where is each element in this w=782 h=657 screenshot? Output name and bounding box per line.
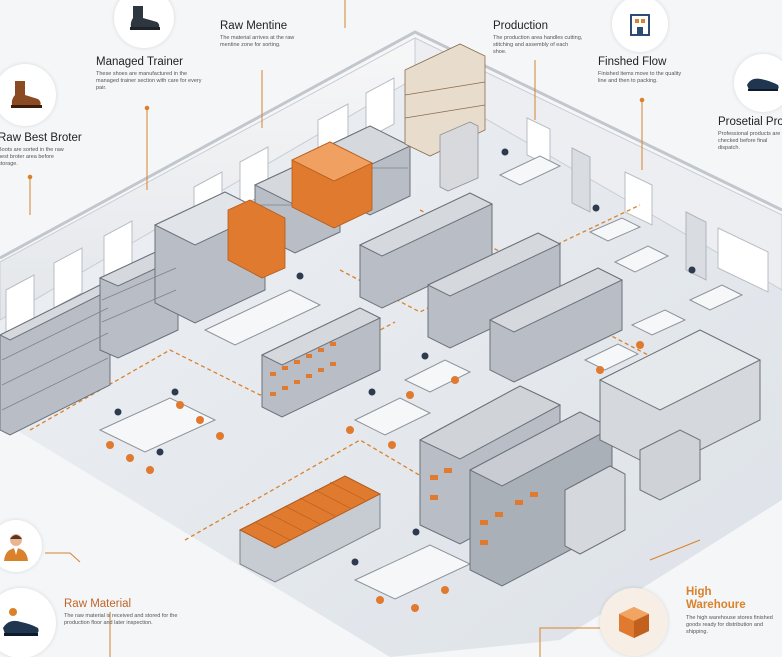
shoe-icon-bottom (0, 588, 56, 657)
callout-raw-best-broter: Raw Best Broter Boots are sorted in the … (0, 132, 82, 168)
callout-title: Raw Best Broter (0, 132, 82, 144)
callout-high-warehouse: High Warehoure The high warehouse stores… (686, 586, 780, 636)
callout-finished-flow: Finshed Flow Finished items move to the … (598, 56, 690, 85)
callout-text: Finished items move to the quality line … (598, 71, 682, 84)
callout-text: Professional products are checked before… (718, 131, 781, 151)
callout-text: The high warehouse stores finished goods… (686, 615, 773, 635)
callout-production: Production The production area handles c… (493, 20, 583, 56)
callout-title: High Warehoure (686, 586, 746, 611)
callout-prosetial-pro: Prosetial Pro Professional products are … (718, 116, 782, 152)
callout-title: Production (493, 20, 548, 32)
callout-text: The material arrives at the raw mentine … (220, 35, 295, 48)
callout-managed-trainer: Managed Trainer These shoes are manufact… (96, 56, 202, 92)
boot-icon-top (114, 0, 174, 48)
callout-title: Raw Mentine (220, 20, 288, 32)
callout-text: The production area handles cutting, sti… (493, 35, 583, 55)
storage-units (418, 329, 762, 587)
callout-text: These shoes are manufactured in the mana… (96, 71, 202, 91)
right-wall-windows (526, 117, 769, 293)
orange-crate-bins (238, 475, 382, 583)
callout-connectors (27, 0, 701, 657)
callout-text: Boots are sorted in the raw best broter … (0, 147, 64, 167)
callout-title: Prosetial Pro (718, 116, 782, 128)
callout-raw-material: Raw Material The raw material is receive… (64, 598, 196, 627)
central-racks (260, 192, 624, 418)
person-icon (0, 520, 42, 572)
callout-title: Managed Trainer (96, 56, 183, 68)
dress-shoe-icon (734, 54, 782, 112)
callout-title: Raw Material (64, 598, 132, 610)
shelving-racks (0, 43, 486, 436)
box-icon (600, 588, 668, 656)
callout-title: Finshed Flow (598, 56, 667, 68)
building-icon (612, 0, 668, 52)
callout-raw-mentine: Raw Mentine The material arrives at the … (220, 20, 308, 49)
callout-text: The raw material is received and stored … (64, 613, 178, 626)
leather-boot-icon (0, 64, 56, 126)
